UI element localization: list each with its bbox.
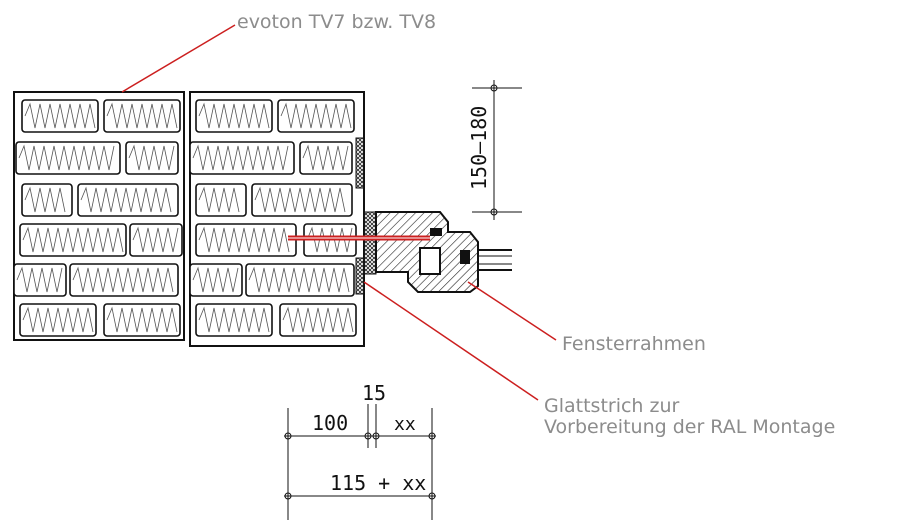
insulation-hatch [106, 102, 178, 129]
insulation-hatch [16, 266, 63, 293]
insulation-hatch [80, 186, 172, 213]
insulation-hatch [198, 306, 270, 333]
label-fensterrahmen: Fensterrahmen [562, 333, 706, 355]
insulation-hatch [248, 266, 350, 293]
insulation-hatch [282, 306, 354, 333]
leader-line-frame [467, 281, 557, 341]
insulation-hatch [22, 226, 124, 253]
insulation-hatch [24, 102, 96, 129]
leader-line-glatt [363, 281, 539, 401]
insulation-cell [195, 223, 297, 257]
window-frame-profile [375, 211, 479, 293]
plaster-strip [355, 137, 365, 189]
dim-label-100: 100 [312, 411, 348, 435]
dim-label-total: 115 + xx [330, 471, 426, 495]
insulation-hatch [254, 186, 346, 213]
insulation-hatch [280, 102, 352, 129]
insulation-hatch [22, 306, 94, 333]
insulation-hatch [198, 102, 270, 129]
insulation-hatch [132, 226, 179, 253]
plaster-strip-lower [355, 257, 365, 295]
insulation-hatch [128, 144, 175, 171]
insulation-hatch [18, 144, 115, 171]
insulation-hatch [192, 144, 289, 171]
insulation-cells [13, 99, 357, 337]
insulation-cell [245, 263, 355, 297]
label-evoton: evoton TV7 bzw. TV8 [237, 11, 436, 33]
dim-label-15: 15 [362, 381, 386, 405]
insulation-hatch [192, 266, 239, 293]
glazing [478, 249, 512, 271]
dim-label-150-180: 150–180 [467, 106, 491, 190]
insulation-hatch [198, 226, 290, 253]
dimension-vertical: 150–180 [467, 80, 522, 220]
masonry-block-left [13, 91, 185, 341]
insulation-cell [15, 141, 121, 175]
insulation-cell [251, 183, 353, 217]
dim-label-xx: xx [394, 414, 416, 435]
insulation-cell [77, 183, 179, 217]
insulation-cell [189, 141, 295, 175]
insulation-hatch [198, 186, 240, 213]
insulation-cell [69, 263, 179, 297]
masonry-block-right [189, 91, 365, 347]
dimension-horizontal: 15 100 xx 115 + xx [284, 381, 436, 520]
insulation-hatch [72, 266, 174, 293]
insulation-cell [19, 223, 127, 257]
label-glattstrich-line2: Vorbereitung der RAL Montage [544, 416, 835, 438]
insulation-hatch [106, 306, 178, 333]
leader-line-top [121, 24, 236, 93]
label-glattstrich-line1: Glattstrich zur [544, 395, 680, 417]
insulation-hatch [302, 144, 349, 171]
insulation-hatch [24, 186, 66, 213]
joint-seal [363, 211, 377, 275]
